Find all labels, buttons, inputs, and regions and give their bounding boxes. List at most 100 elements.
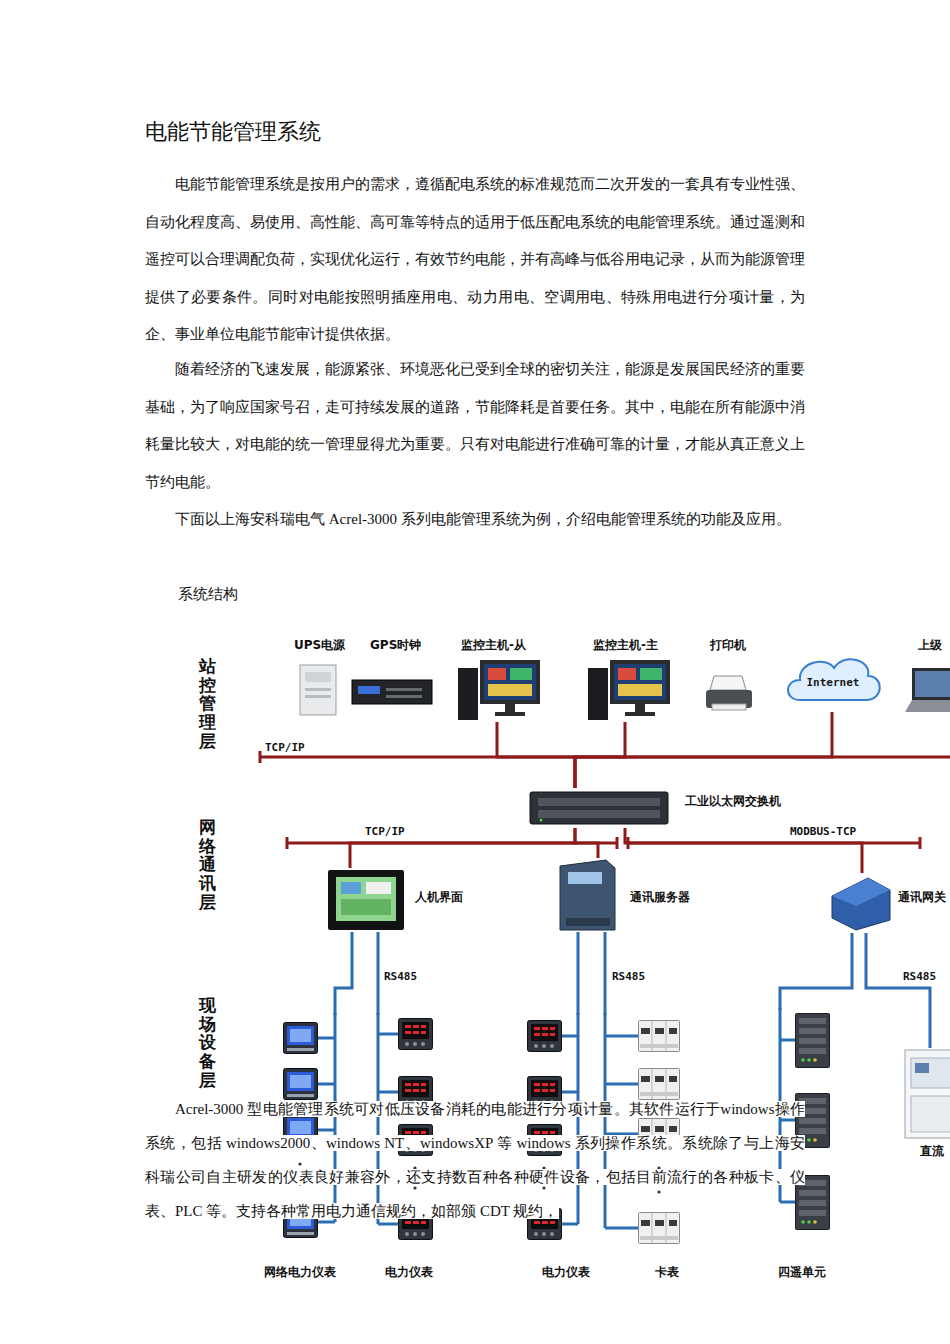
host-computer-icon	[618, 684, 662, 696]
device-label: GPS时钟	[370, 638, 421, 652]
hmi-panel-icon	[366, 882, 391, 894]
dc-cabinet-icon	[905, 1050, 950, 1138]
device-label: 卡表	[655, 1265, 679, 1279]
device-label: 上级	[918, 638, 942, 652]
host-computer-icon	[635, 704, 645, 712]
device-label: UPS电源	[294, 638, 345, 652]
device-label: 网络电力仪表	[264, 1265, 336, 1279]
device-label: 通讯服务器	[630, 890, 690, 904]
device-label: 人机界面	[415, 890, 463, 904]
device-node: 通讯网关	[828, 873, 948, 933]
bus-connector	[780, 933, 852, 1010]
ethernet-switch-icon	[530, 792, 668, 824]
host-computer-icon	[588, 660, 670, 720]
dc-cabinet-icon	[911, 1058, 950, 1088]
device-label: 电力仪表	[542, 1265, 590, 1279]
gps-clock-icon	[386, 688, 422, 691]
comm-gateway-icon	[832, 878, 890, 930]
ethernet-switch-icon	[538, 810, 660, 818]
continuation-dots	[657, 1190, 660, 1193]
tcpip-bus	[616, 837, 619, 849]
device-node: UPS电源	[292, 638, 348, 718]
layer-label: 现场设备层	[199, 995, 216, 1090]
dc-cabinet-icon	[911, 1096, 950, 1132]
host-computer-icon	[640, 668, 662, 680]
host-computer-icon	[505, 704, 515, 712]
bus-connector	[575, 722, 625, 788]
rs485-wiring	[562, 1035, 578, 1038]
bus-label: MODBUS-TCP	[790, 825, 856, 838]
device-label: Internet	[807, 676, 860, 689]
ups-icon	[305, 688, 331, 691]
device-label: 监控主机-主	[593, 638, 658, 652]
host-computer-icon	[488, 668, 506, 680]
section-heading-box: 系统结构	[178, 576, 238, 614]
device-label: 四遥单元	[778, 1265, 826, 1279]
meter-icons	[528, 1021, 562, 1052]
rs485-wiring	[318, 1083, 335, 1086]
bus-label-box: RS485	[612, 970, 645, 983]
bus-connector	[497, 722, 575, 788]
device-node: GPS时钟	[350, 638, 434, 708]
host-computer-icon	[610, 660, 670, 704]
rs485-wiring	[378, 1091, 398, 1094]
bus-connector	[575, 828, 598, 858]
layer-label: 网络通讯层	[199, 817, 216, 912]
internet-cloud	[788, 659, 880, 700]
bus-connector	[866, 933, 930, 1048]
bus-label: RS485	[903, 970, 936, 983]
rs485-wiring	[318, 1221, 335, 1224]
rs485-wiring	[334, 1013, 337, 1222]
hmi-panel-icon	[341, 882, 361, 894]
comm-gateway-icon	[832, 878, 890, 930]
meter-icons	[639, 1213, 680, 1244]
rs485-wiring	[780, 1201, 795, 1204]
device-node: 通讯服务器	[558, 858, 708, 932]
device-node: 监控主机-从	[455, 638, 547, 722]
body-paragraph-box: 随着经济的飞速发展，能源紧张、环境恶化已受到全球的密切关注，能源是发展国民经济的…	[145, 351, 805, 501]
tcpip-bus	[919, 837, 922, 849]
ethernet-switch-icon	[538, 798, 660, 806]
hmi-panel-icon	[341, 899, 391, 915]
continuation-dots	[413, 1186, 416, 1189]
printer-icon	[712, 704, 746, 710]
ups-icon	[300, 665, 336, 715]
device-node: 打印机	[702, 638, 757, 714]
gps-clock-icon	[352, 680, 432, 704]
meter-icons	[284, 1023, 318, 1054]
layer-label-box: 站控管理层	[199, 657, 216, 750]
rs485-wiring	[318, 1008, 795, 1228]
bus-connector	[335, 932, 352, 1015]
bus-label: RS485	[384, 970, 417, 983]
body-paragraph: Acrel-3000 型电能管理系统可对低压设备消耗的电能进行分项计量。其软件运…	[145, 1101, 805, 1219]
rs485-wiring	[605, 1227, 638, 1230]
bus-label-box: MODBUS-TCP	[790, 825, 856, 838]
rs485-wiring	[318, 1037, 335, 1040]
rs485-wiring	[577, 1013, 580, 1224]
comm-server-icon	[560, 860, 615, 930]
tcpip-bus	[259, 751, 262, 763]
host-computer-icon	[458, 660, 540, 720]
bus-connector	[577, 932, 580, 1015]
bus-label: TCP/IP	[265, 741, 305, 754]
meter-icons	[796, 1014, 830, 1068]
device-label: 电力仪表	[385, 1265, 433, 1279]
bus-label-box: TCP/IP	[265, 741, 305, 754]
gps-clock-icon	[386, 695, 422, 698]
laptop-icon	[905, 668, 950, 712]
ups-icon	[300, 665, 336, 715]
meter-icons	[399, 1019, 433, 1050]
laptop-icon	[912, 668, 950, 700]
tcpip-bus	[260, 751, 950, 849]
host-computer-icon	[458, 668, 478, 720]
rs485-wiring	[604, 1013, 607, 1228]
bus-label: TCP/IP	[365, 825, 405, 838]
comm-server-icon	[566, 918, 610, 926]
rs485-wiring	[562, 1091, 578, 1094]
printer-icon	[706, 676, 752, 710]
rs485-wiring	[378, 1033, 398, 1036]
rs485-wiring	[562, 1223, 578, 1226]
ethernet-switch-icon	[530, 792, 668, 824]
body-paragraph: 电能节能管理系统是按用户的需求，遵循配电系统的标准规范而二次开发的一套具有专业性…	[145, 176, 805, 342]
device-label: 工业以太网交换机	[685, 794, 781, 808]
